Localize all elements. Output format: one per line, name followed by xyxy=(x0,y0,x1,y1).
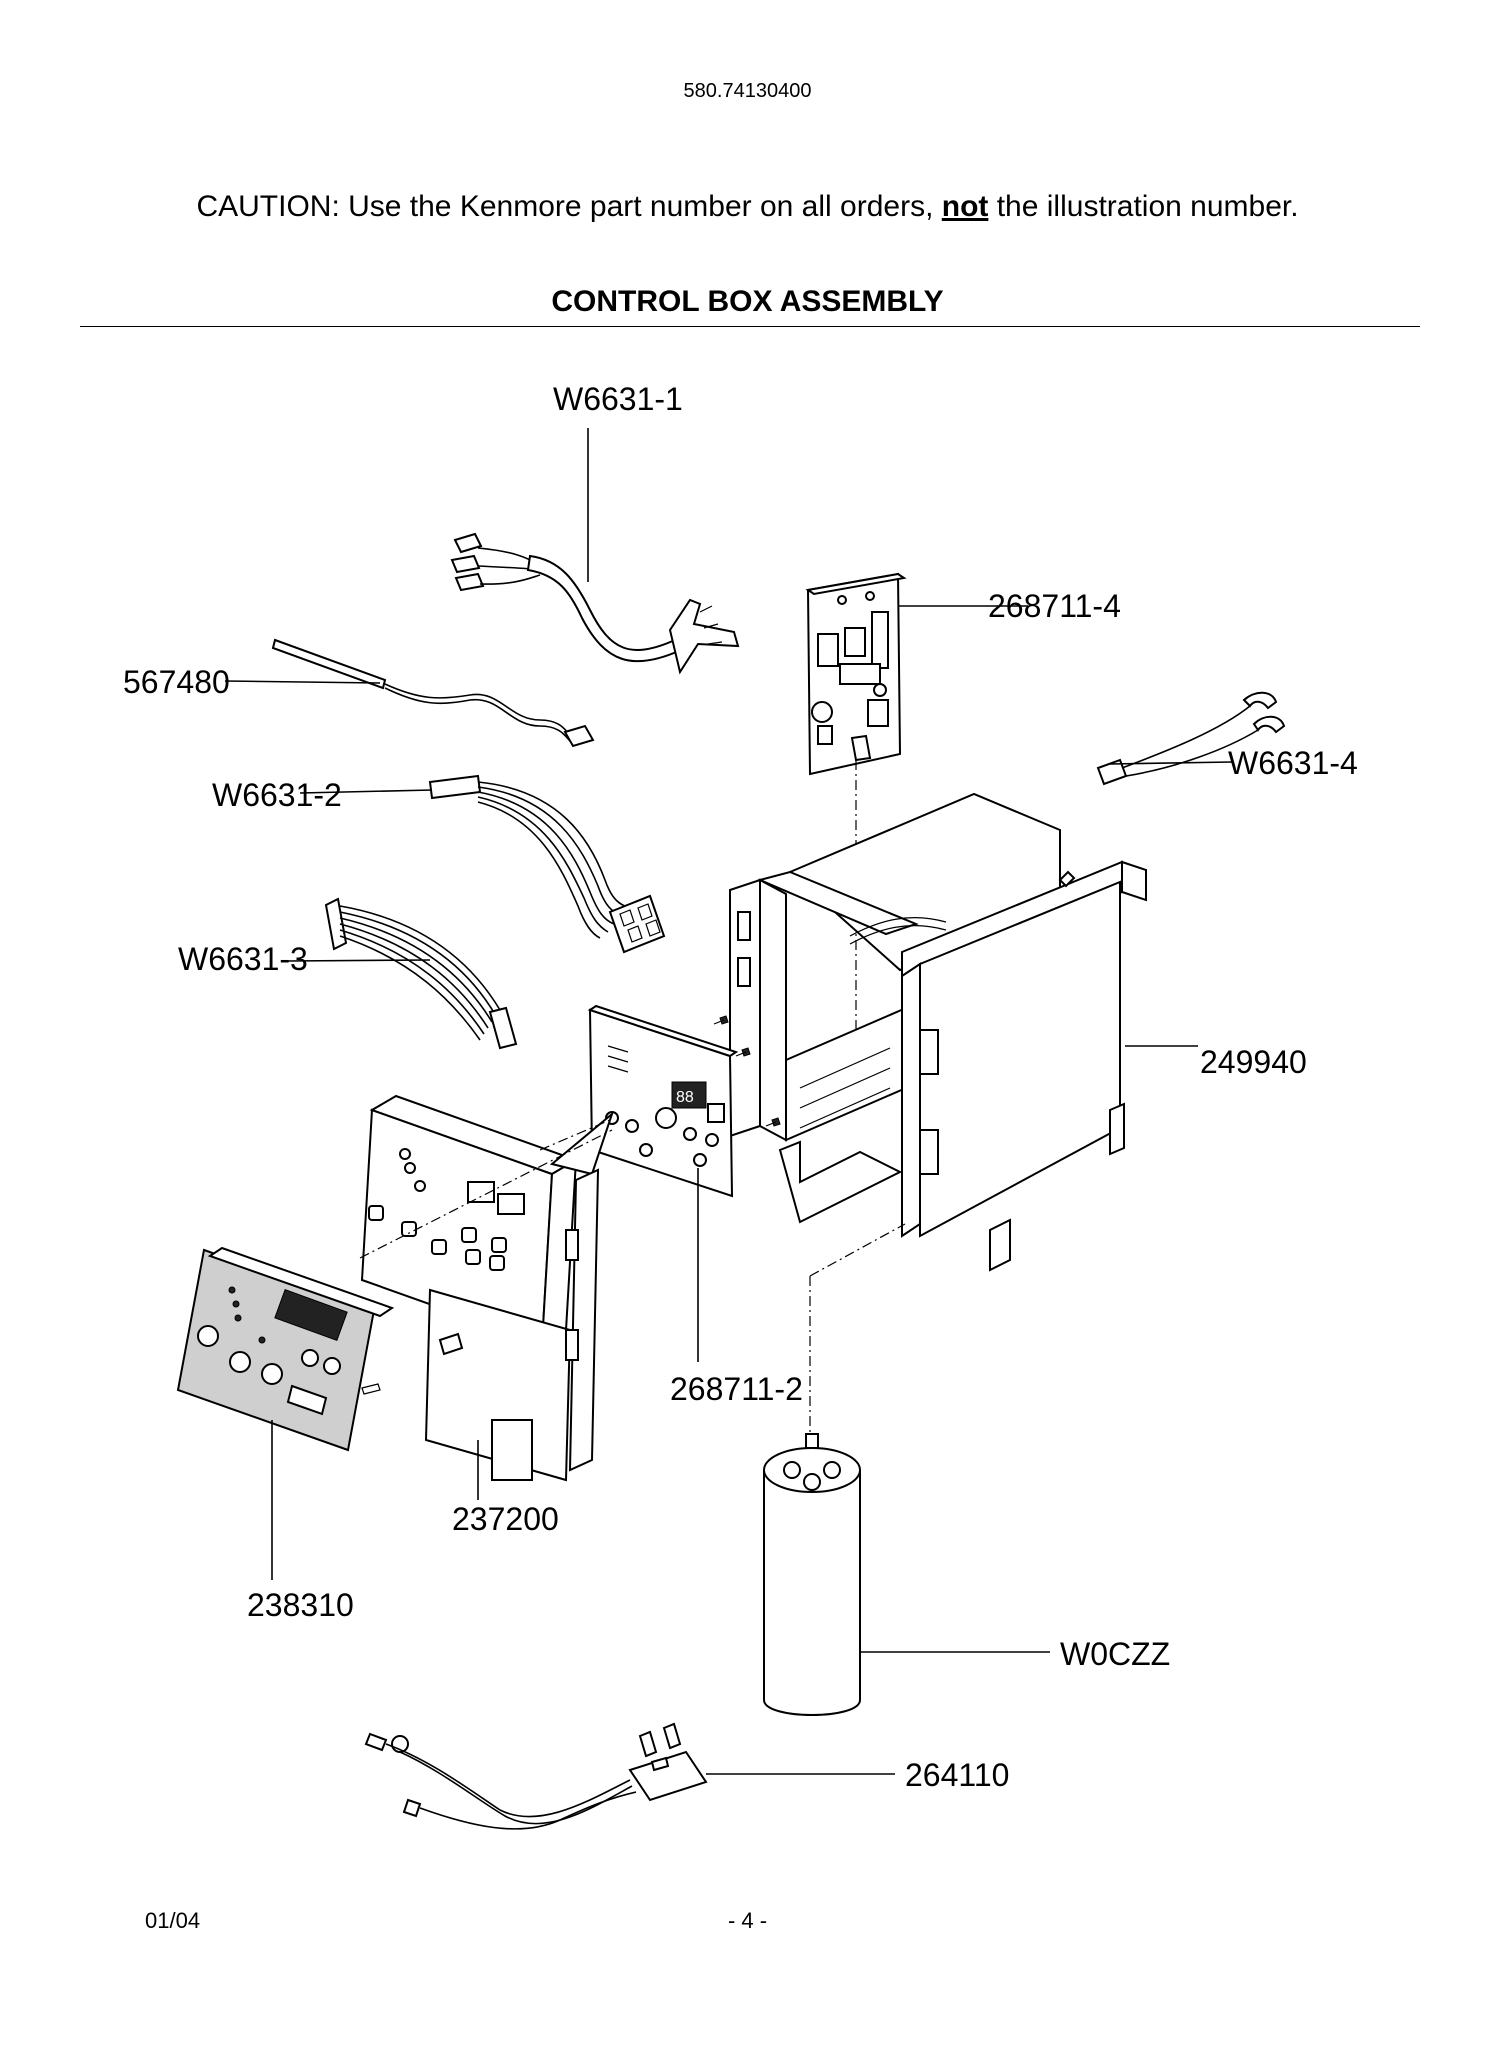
wire-harness-w6631-2 xyxy=(428,774,666,954)
centerline-keypad xyxy=(359,1129,613,1259)
control-board-268711-2: 88 xyxy=(587,1004,781,1198)
title-rule xyxy=(80,326,1420,327)
callout-249940: 249940 xyxy=(1200,1044,1307,1080)
board-display-glyph: 88 xyxy=(676,1089,694,1106)
sensor-567480 xyxy=(271,638,595,748)
wire-w6631-4 xyxy=(1096,691,1286,786)
callout-w6631-4: W6631-4 xyxy=(1228,745,1358,781)
leader-567480 xyxy=(224,680,381,684)
callout-268711-2: 268711-2 xyxy=(670,1371,803,1407)
callout-264110: 264110 xyxy=(905,1757,1009,1793)
leader-w6631-2 xyxy=(299,789,433,794)
callout-238310: 238310 xyxy=(247,1587,354,1623)
caution-emphasis: not xyxy=(941,190,989,223)
keypad-238310 xyxy=(176,1246,395,1452)
section-title: CONTROL BOX ASSEMBLY xyxy=(551,285,944,318)
callout-w0czz: W0CZZ xyxy=(1060,1636,1170,1672)
centerline-capacitor xyxy=(809,1223,906,1277)
callout-w6631-2: W6631-2 xyxy=(212,777,342,813)
callout-w6631-1: W6631-1 xyxy=(553,381,683,417)
callout-268711-4: 268711-4 xyxy=(988,588,1121,624)
centerline-panel xyxy=(539,1119,611,1151)
ribbon-harness-w6631-3 xyxy=(324,897,518,1050)
side-panel-249940 xyxy=(901,860,1147,1272)
page-number: - 4 - xyxy=(727,1908,768,1933)
model-number: 580.74130400 xyxy=(683,80,812,102)
leader-w6631-3 xyxy=(286,959,431,962)
front-panel-237200 xyxy=(360,1094,615,1482)
caution-note: CAUTION: Use the Kenmore part number on … xyxy=(0,190,1495,224)
callout-w6631-3: W6631-3 xyxy=(178,941,308,977)
leader-w6631-4 xyxy=(1109,761,1233,765)
wire-harness-w6631-1 xyxy=(450,532,740,675)
capacitor-w0czz xyxy=(763,1433,861,1716)
callout-237200: 237200 xyxy=(452,1501,559,1537)
caution-text-after: the illustration number. xyxy=(988,190,1299,223)
power-cord-264110 xyxy=(364,1722,708,1830)
control-board-268711-4 xyxy=(805,572,907,776)
callout-567480: 567480 xyxy=(123,664,230,700)
caution-text-before: CAUTION: Use the Kenmore part number on … xyxy=(196,190,942,223)
footer-date: 01/04 xyxy=(145,1908,201,1933)
